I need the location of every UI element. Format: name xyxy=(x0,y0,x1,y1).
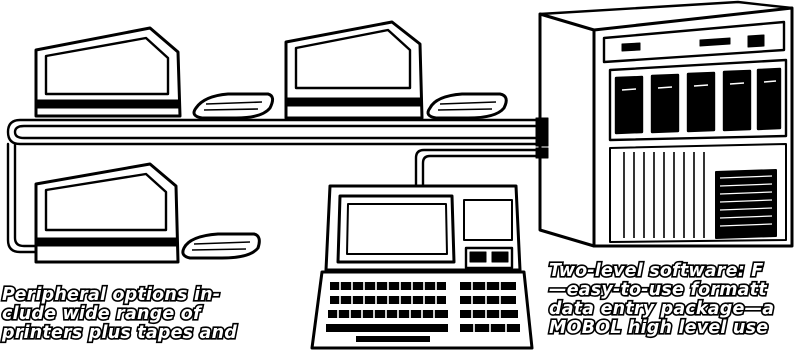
caption-line: Two-level software: F xyxy=(549,262,774,281)
caption-line: Peripheral options in- xyxy=(2,286,237,305)
caption-line: data entry package—a xyxy=(549,300,774,319)
system-cabinet xyxy=(536,2,792,246)
caption-line: clude wide range of xyxy=(2,305,237,324)
terminal-2-keyboard xyxy=(428,94,506,118)
cabinet-drive-bays xyxy=(610,60,786,140)
terminal-2 xyxy=(286,22,506,118)
peripherals-caption: Peripheral options in- clude wide range … xyxy=(2,286,237,343)
terminal-3-monitor xyxy=(36,164,178,262)
main-cable xyxy=(8,120,540,144)
caption-line: printers plus tapes and xyxy=(2,324,237,343)
caption-line: —easy-to-use formatt xyxy=(549,281,774,300)
terminal-1-keyboard xyxy=(194,94,273,118)
terminal-1 xyxy=(36,28,273,118)
software-caption: Two-level software: F —easy-to-use forma… xyxy=(549,262,774,338)
terminal-3-keyboard xyxy=(183,234,259,258)
cabinet-card-cage xyxy=(610,144,786,242)
workstation xyxy=(312,186,532,348)
caption-line: MOBOL high level use xyxy=(549,319,774,338)
workstation-screen xyxy=(338,196,454,262)
terminal-3 xyxy=(36,164,259,262)
